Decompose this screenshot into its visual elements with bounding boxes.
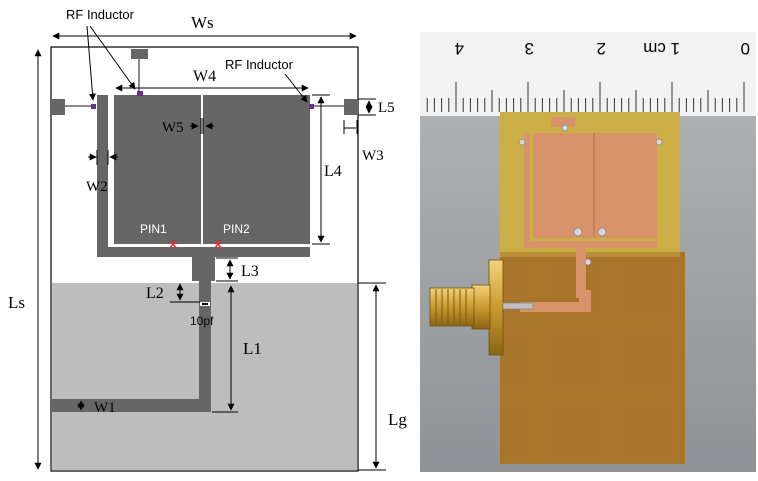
feed-stub-wide: [192, 257, 215, 281]
label-l3: L3: [241, 263, 259, 280]
inductor-pad-right: [344, 99, 357, 115]
label-rf-inductor-right: RF Inductor: [225, 57, 294, 72]
label-ls: Ls: [8, 293, 25, 312]
label-l5: L5: [378, 100, 395, 116]
label-rf-inductor-left: RF Inductor: [66, 7, 135, 22]
radiating-patch-left: [114, 95, 201, 244]
ruler-label-3: 3: [525, 39, 534, 58]
label-w1: W1: [94, 400, 116, 416]
rf-inductor-right: [309, 104, 314, 109]
pcb-copper: [520, 117, 657, 312]
ruler: 4 3 2 1 cm 0: [420, 32, 756, 116]
label-l2: L2: [146, 285, 164, 302]
left-vertical-strip: [97, 95, 108, 257]
label-ws: Ws: [191, 13, 214, 32]
label-l1: L1: [243, 339, 262, 358]
inductor-pad-left: [52, 99, 65, 115]
label-capacitor: 10pf: [190, 314, 214, 328]
inductor-pad-top: [131, 49, 148, 59]
prototype-photo: 4 3 2 1 cm 0: [420, 32, 756, 472]
antenna-layout-diagram: Ws Ls Lg W4 W5 W2 L4 L5 W3 L3 L2 L1 W1 1…: [8, 7, 407, 472]
rf-inductor-top: [137, 91, 143, 96]
pin1-marker: [169, 239, 177, 249]
rf-inductor-left: [91, 104, 96, 109]
sma-connector: [429, 259, 534, 356]
radiating-patch-right: [203, 95, 310, 244]
ruler-label-4: 4: [455, 39, 464, 58]
label-pin2: PIN2: [223, 222, 250, 236]
label-w4: W4: [193, 68, 216, 85]
label-l4: L4: [324, 163, 342, 180]
label-w2: W2: [86, 179, 108, 195]
ruler-label-1cm: 1 cm: [643, 39, 680, 58]
pin2-marker: [214, 239, 222, 249]
bottom-horizontal-strip: [97, 247, 310, 257]
ruler-label-2: 2: [597, 39, 606, 58]
feed-line-vertical: [199, 281, 211, 412]
label-w5: W5: [162, 120, 184, 136]
label-w3: W3: [362, 148, 384, 164]
conductor-traces: [52, 49, 357, 412]
feed-line-horizontal: [52, 399, 211, 412]
ruler-label-0: 0: [741, 39, 750, 58]
label-lg: Lg: [388, 410, 407, 429]
label-pin1: PIN1: [140, 222, 167, 236]
